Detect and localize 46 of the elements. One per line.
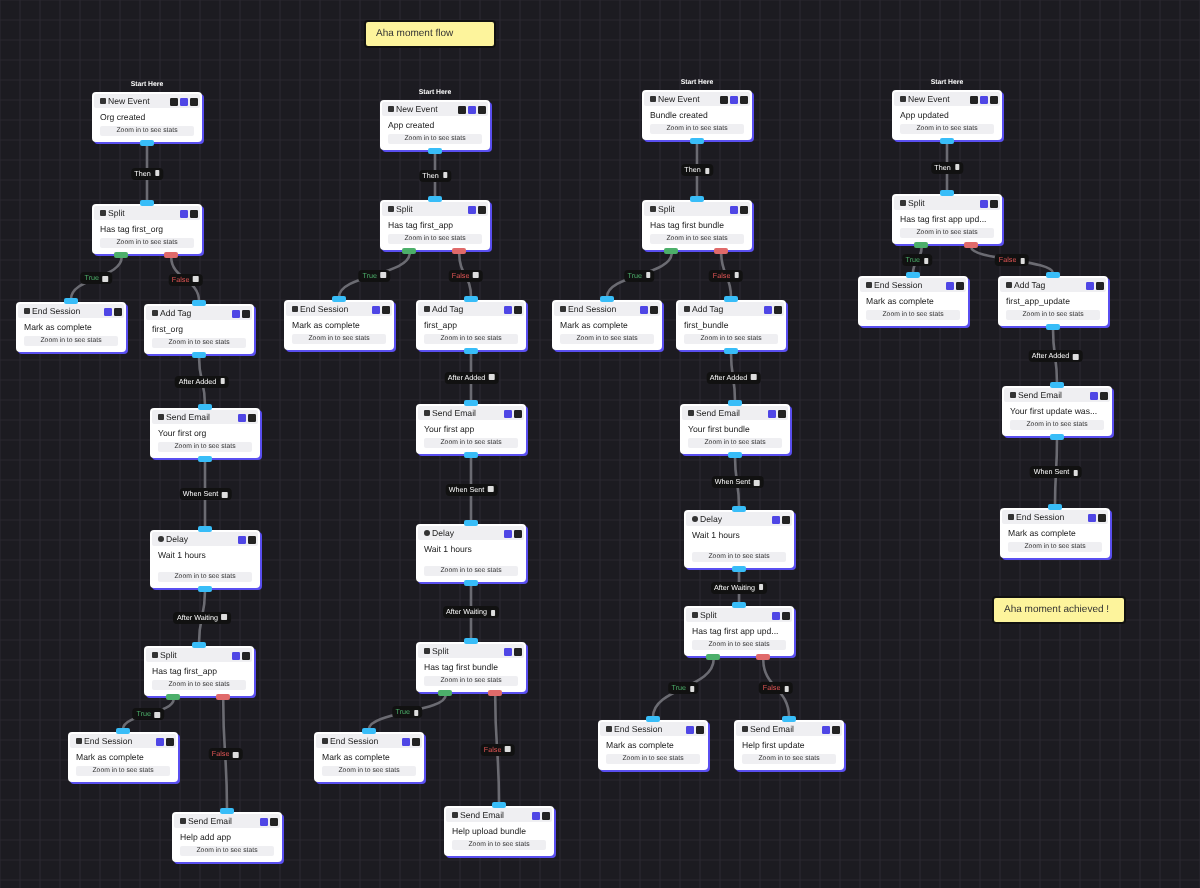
workflow-step-card <box>416 642 526 692</box>
workflow-step-card <box>416 300 526 350</box>
workflow-step-card <box>734 720 844 770</box>
workflow-step-card <box>858 276 968 326</box>
connector-line <box>433 153 437 197</box>
workflow-step-card <box>684 606 794 656</box>
workflow-step-card <box>144 304 254 354</box>
workflow-step-card <box>314 732 424 782</box>
connector-line <box>367 694 447 730</box>
workflow-step-card <box>416 524 526 582</box>
workflow-step-card <box>16 302 126 352</box>
workflow-step-card <box>416 404 526 454</box>
connector-line <box>145 145 149 201</box>
workflow-step-card <box>680 404 790 454</box>
connector-line <box>651 658 715 718</box>
workflow-step-card <box>68 732 178 782</box>
connector-line <box>1051 329 1059 383</box>
connector-line <box>1053 439 1059 505</box>
workflow-step-card <box>598 720 708 770</box>
connector-line <box>469 457 473 521</box>
connector-line <box>493 695 501 803</box>
workflow-step-card <box>92 204 202 254</box>
workflow-step-card <box>1002 386 1112 436</box>
workflow-step-card <box>284 300 394 350</box>
workflow-step-card <box>998 276 1108 326</box>
connector-line <box>69 256 123 300</box>
connector-line <box>221 699 229 809</box>
workflow-step-card <box>172 812 282 862</box>
workflow-step-card <box>380 200 490 250</box>
workflow-step-card <box>892 194 1002 244</box>
workflow-step-card <box>676 300 786 350</box>
connector-line <box>605 252 673 298</box>
workflow-step-card <box>1000 508 1110 558</box>
workflow-step-card <box>444 806 554 856</box>
connector-line <box>911 246 923 274</box>
connector-line <box>337 252 411 298</box>
connector-line <box>945 143 949 191</box>
workflow-step-card <box>150 530 260 588</box>
workflow-step-card <box>684 510 794 568</box>
connector-line <box>761 658 791 718</box>
workflow-step-card <box>642 200 752 250</box>
connector-line <box>203 461 207 527</box>
workflow-step-card <box>150 408 260 458</box>
workflow-step-card <box>552 300 662 350</box>
connector-line <box>695 143 699 197</box>
workflow-step-card <box>144 646 254 696</box>
